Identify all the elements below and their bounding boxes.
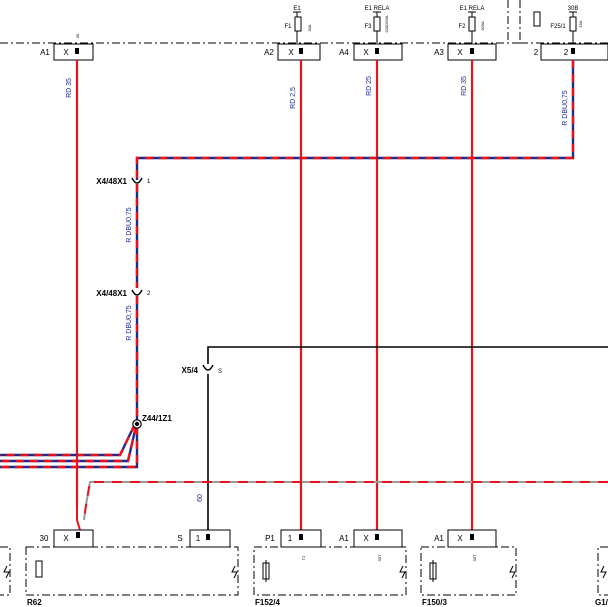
svg-text:30T: 30T <box>377 554 382 561</box>
svg-text:E1: E1 <box>293 6 301 12</box>
wire-label-rdbu-b: R DBU0,75 <box>126 207 133 243</box>
top-connector-a4: A4 X <box>339 43 403 61</box>
splice-x4-48x1-2: X4/48X1 2 <box>96 289 151 298</box>
top-connector-a2: A2 X <box>264 43 321 61</box>
bottom-connector-a1-a: A1 X 30T <box>339 529 403 561</box>
svg-text:A4: A4 <box>339 48 349 57</box>
bottom-connector-30: 30 X <box>40 529 94 548</box>
svg-text:P1: P1 <box>265 534 275 543</box>
svg-text:F1: F1 <box>284 24 292 30</box>
svg-text:X4/48X1: X4/48X1 <box>96 289 127 298</box>
svg-text:S: S <box>218 369 222 375</box>
component-boxes <box>0 546 608 596</box>
svg-text:2: 2 <box>534 48 539 57</box>
wire-label-rd35-b: RD 35 <box>461 76 468 96</box>
bottom-connector-s: S 1 <box>177 529 231 548</box>
top-connector-a1: A1 X 30 <box>40 33 94 61</box>
svg-text:30: 30 <box>75 33 80 38</box>
svg-text:2: 2 <box>147 291 151 297</box>
svg-text:S: S <box>177 534 182 543</box>
fuse-icons <box>35 560 437 582</box>
svg-text:30T: 30T <box>472 554 477 561</box>
splice-x5-4: X5/4 S <box>182 364 222 375</box>
svg-text:X5/4: X5/4 <box>182 366 199 375</box>
svg-text:T2: T2 <box>301 555 306 560</box>
component-f150-3: F150/3 <box>422 598 447 607</box>
top-connector-a3: A3 X <box>434 43 497 61</box>
wire-label-rd25-b: RD 25 <box>366 76 373 96</box>
svg-text:X: X <box>363 48 369 57</box>
splice-z44-1z1: Z44/1Z1 <box>132 414 172 429</box>
svg-text:E1 RELA: E1 RELA <box>460 6 485 12</box>
component-g1: G1/ <box>595 598 608 607</box>
component-r62: R62 <box>27 598 42 607</box>
red-grey-wire <box>83 481 608 521</box>
svg-text:X: X <box>288 48 294 57</box>
svg-text:30B: 30B <box>568 6 579 12</box>
svg-text:A1: A1 <box>434 534 444 543</box>
svg-text:X: X <box>457 534 463 543</box>
svg-text:2: 2 <box>564 48 569 57</box>
left-harness <box>0 423 139 469</box>
bottom-connector-p1: P1 1 T2 <box>265 529 322 560</box>
splice-x4-48x1-1: X4/48X1 1 <box>96 177 151 186</box>
svg-text:X: X <box>363 534 369 543</box>
svg-text:30A: 30A <box>307 24 312 31</box>
svg-text:15A: 15A <box>578 20 583 27</box>
svg-text:X: X <box>457 48 463 57</box>
ground-symbols <box>3 565 607 579</box>
svg-text:1: 1 <box>288 534 293 543</box>
wire-label-rdbu-a: R DBU0,75 <box>562 90 569 126</box>
svg-text:300A: 300A <box>480 21 485 31</box>
svg-text:1: 1 <box>196 534 201 543</box>
svg-text:A2: A2 <box>264 48 274 57</box>
top-connector-2: 2 2 <box>534 43 608 61</box>
svg-text:30: 30 <box>40 534 49 543</box>
red-wires <box>75 60 474 532</box>
svg-text:Z44/1Z1: Z44/1Z1 <box>142 414 172 423</box>
svg-text:200/250A: 200/250A <box>384 15 389 32</box>
svg-text:F2: F2 <box>458 24 466 30</box>
wire-label-rd35-a: RD 35 <box>66 78 73 98</box>
svg-text:A3: A3 <box>434 48 444 57</box>
fuse-f3: E1 RELA F3 200/250A <box>364 6 389 43</box>
svg-text:A1: A1 <box>40 48 50 57</box>
red-blue-wire <box>135 60 575 422</box>
wire-r62-jog <box>76 508 81 531</box>
svg-text:F3: F3 <box>364 24 372 30</box>
svg-text:X: X <box>63 48 69 57</box>
svg-text:E1 RELA: E1 RELA <box>365 6 390 12</box>
fuse-f1: E1 F1 30A <box>284 6 312 43</box>
wire-label-rdbu-c: R DBU0,75 <box>126 305 133 341</box>
fuse-f2: E1 RELA F2 300A <box>458 6 485 43</box>
component-f152-4: F152/4 <box>255 598 280 607</box>
svg-text:F25/1: F25/1 <box>550 24 566 30</box>
svg-text:X: X <box>63 534 69 543</box>
wire-label-60: 60 <box>197 494 204 502</box>
bottom-connector-a1-b: A1 X 30T <box>434 529 497 561</box>
black-wire-s <box>207 346 608 532</box>
wire-label-rd25-a: RD 2,5 <box>290 87 297 109</box>
svg-text:X4/48X1: X4/48X1 <box>96 177 127 186</box>
fuse-f25-1: 30B F25/1 15A <box>533 6 583 43</box>
svg-text:A1: A1 <box>339 534 349 543</box>
svg-text:1: 1 <box>147 179 151 185</box>
top-boundary <box>0 0 521 44</box>
